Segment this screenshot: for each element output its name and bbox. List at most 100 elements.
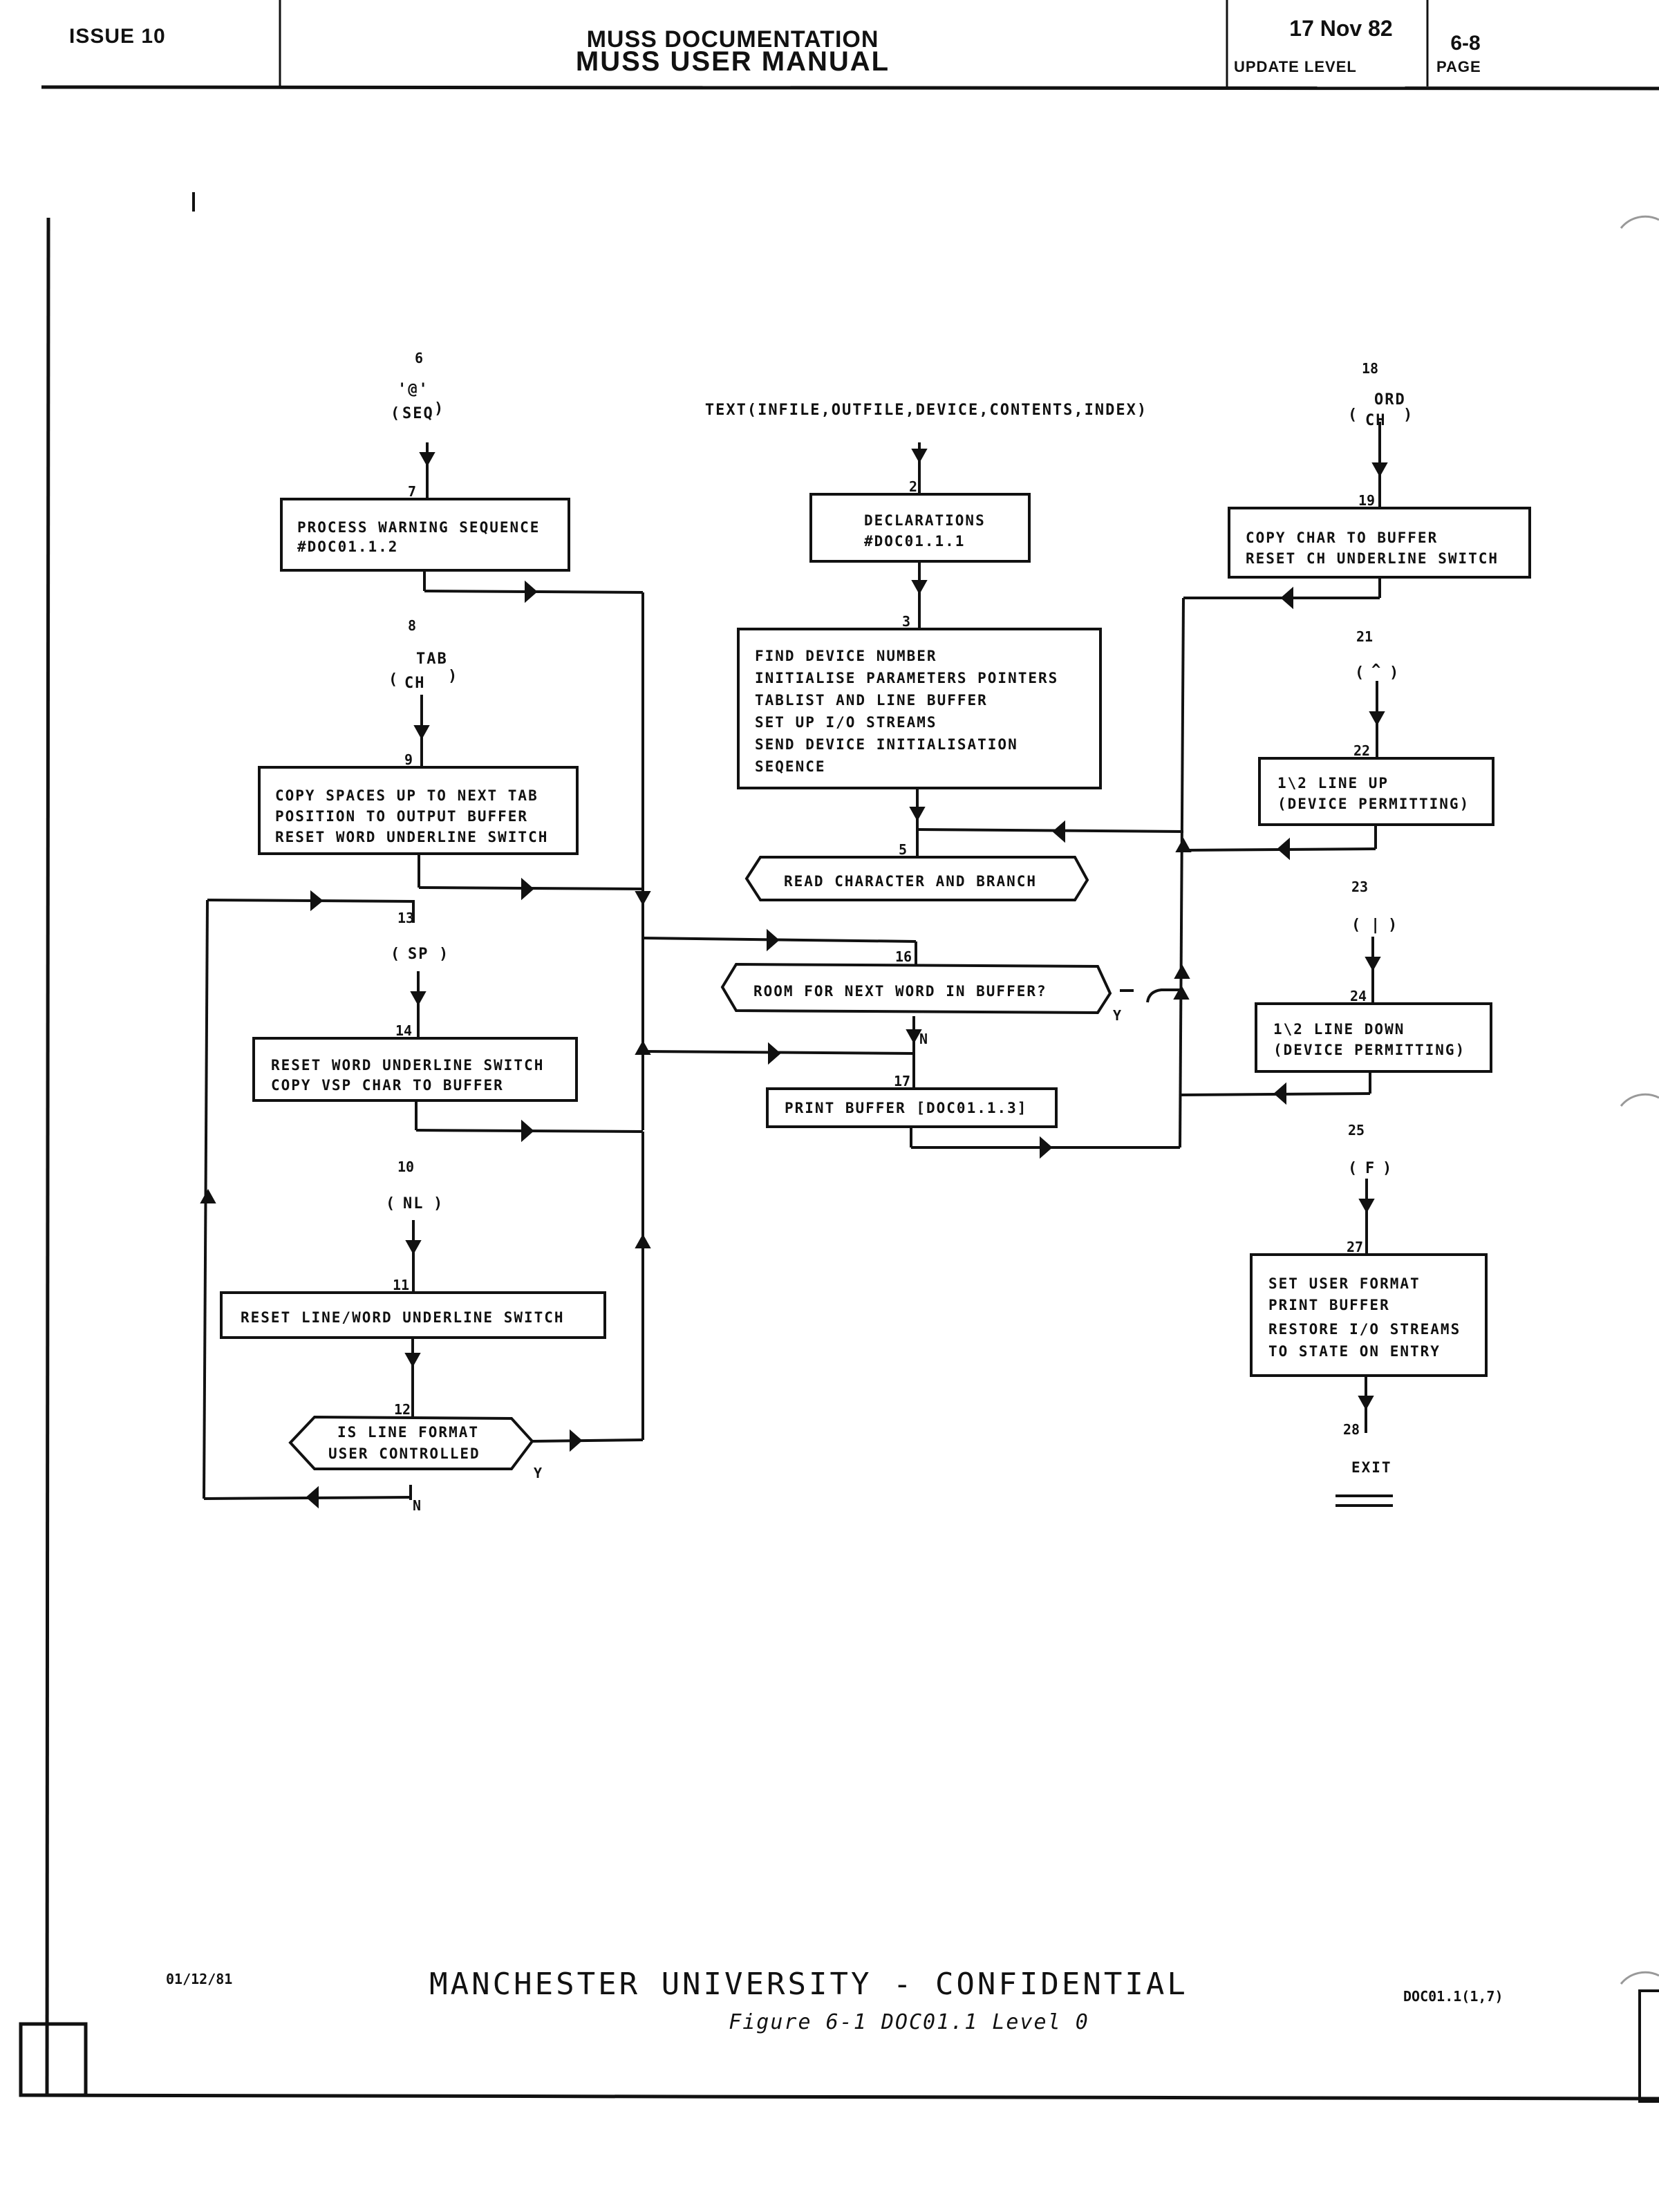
document-reference: DOC01.1(1,7) <box>1403 1988 1503 2005</box>
page-footer: 01/12/81 MANCHESTER UNIVERSITY - CONFIDE… <box>166 1967 1503 2034</box>
case-char: SEQ <box>402 405 434 422</box>
node-room-decision[interactable]: 16 ROOM FOR NEXT WORD IN BUFFER? Y N <box>720 948 1121 1047</box>
svg-text:): ) <box>1389 664 1400 682</box>
node-number: 24 <box>1350 988 1367 1004</box>
svg-text:): ) <box>1403 406 1414 424</box>
arrow-up-icon <box>1174 964 1190 979</box>
node-read-character[interactable]: 5 READ CHARACTER AND BRANCH <box>744 841 1089 901</box>
arrow-down-icon <box>1371 462 1388 478</box>
node-reset-line[interactable]: 11 RESET LINE/WORD UNDERLINE SWITCH <box>220 1277 606 1339</box>
node-text: FIND DEVICE NUMBER <box>755 648 937 664</box>
left-margin-rule <box>45 217 50 2095</box>
arrow-up-icon <box>635 1233 651 1248</box>
node-text: INITIALISE PARAMETERS POINTERS <box>755 670 1058 686</box>
corner-box <box>1638 1989 1659 2103</box>
arrow-up-icon <box>1173 984 1190 1000</box>
no-label: N <box>413 1497 421 1514</box>
arrow-up-icon <box>1175 837 1192 852</box>
issue-label: ISSUE 10 <box>69 25 166 48</box>
svg-text:): ) <box>1382 1160 1393 1177</box>
arrow-right-icon <box>768 1042 781 1065</box>
node-text: 1\2 LINE DOWN <box>1273 1021 1405 1038</box>
arrow-down-icon <box>911 449 928 464</box>
update-date: 17 Nov 82 <box>1289 16 1392 41</box>
node-number: 21 <box>1356 628 1373 645</box>
case-label-space: 13 ( SP ) <box>391 910 448 963</box>
case-char: F <box>1365 1160 1376 1177</box>
case-char: ORD <box>1374 391 1406 409</box>
case-label-tab: 8 ( TAB CH ) <box>388 617 458 692</box>
arrow-right-icon <box>570 1429 583 1452</box>
node-copy-spaces[interactable]: 9 COPY SPACES UP TO NEXT TAB POSITION TO… <box>258 751 579 855</box>
node-text: 1\2 LINE UP <box>1277 775 1389 791</box>
node-declarations[interactable]: 2 DECLARATIONS #DOC01.1.1 <box>809 478 1031 563</box>
node-text: TO STATE ON ENTRY <box>1268 1343 1441 1360</box>
node-text: RESTORE I/O STREAMS <box>1268 1321 1461 1338</box>
svg-text:(: ( <box>1348 1160 1358 1177</box>
arrow-up-icon <box>635 1040 651 1055</box>
node-process-warning[interactable]: 7 PROCESS WARNING SEQUENCE #DOC01.1.2 <box>280 483 570 572</box>
svg-text:(: ( <box>388 671 399 688</box>
svg-text:(: ( <box>391 946 401 963</box>
node-text: SEQENCE <box>755 758 826 775</box>
node-text: TABLIST AND LINE BUFFER <box>755 692 988 709</box>
node-text: PRINT BUFFER [DOC01.1.3] <box>785 1100 1027 1116</box>
arrow-down-icon <box>405 1240 422 1255</box>
node-print-buffer[interactable]: 17 PRINT BUFFER [DOC01.1.3] <box>766 1073 1058 1128</box>
entry-call: TEXT(INFILE,OUTFILE,DEVICE,CONTENTS,INDE… <box>705 402 1147 419</box>
node-text: SET USER FORMAT <box>1268 1275 1421 1292</box>
node-initialise[interactable]: 3 FIND DEVICE NUMBER INITIALISE PARAMETE… <box>737 613 1102 789</box>
node-copy-char[interactable]: 19 COPY CHAR TO BUFFER RESET CH UNDERLIN… <box>1228 492 1531 579</box>
case-label-ordinary-char: 18 ( ORD CH ) <box>1348 360 1414 429</box>
case-label-half-down: 23 ( | ) <box>1351 879 1397 934</box>
node-text: SET UP I/O STREAMS <box>755 714 937 731</box>
node-exit[interactable]: 28 EXIT <box>1343 1421 1392 1476</box>
footer-rule <box>20 2093 1659 2101</box>
node-number: 22 <box>1353 742 1370 759</box>
yes-label: Y <box>534 1465 542 1481</box>
case-char: SP <box>408 946 429 963</box>
arrow-down-icon <box>1358 1199 1375 1214</box>
page-header: ISSUE 10 MUSS DOCUMENTATION MUSS USER MA… <box>41 0 1659 91</box>
node-number: 14 <box>395 1022 412 1039</box>
node-half-line-up[interactable]: 22 1\2 LINE UP (DEVICE PERMITTING) <box>1258 742 1494 826</box>
node-number: 27 <box>1347 1239 1363 1255</box>
node-text: SEND DEVICE INITIALISATION <box>755 736 1018 753</box>
svg-text:): ) <box>433 1195 444 1212</box>
node-text: IS LINE FORMAT <box>337 1424 479 1441</box>
arrow-left-icon <box>1052 820 1065 843</box>
svg-text:): ) <box>448 668 458 685</box>
svg-text:(: ( <box>1348 406 1358 424</box>
node-number: 10 <box>397 1159 414 1175</box>
node-text: RESET WORD UNDERLINE SWITCH <box>271 1057 544 1074</box>
node-number: 8 <box>408 617 416 634</box>
node-number: 2 <box>909 478 917 495</box>
case-char: CH <box>1365 412 1387 429</box>
node-reset-word[interactable]: 14 RESET WORD UNDERLINE SWITCH COPY VSP … <box>252 1022 578 1102</box>
case-char: '@' <box>397 381 429 398</box>
arrow-up-icon <box>200 1188 216 1203</box>
node-half-line-down[interactable]: 24 1\2 LINE DOWN (DEVICE PERMITTING) <box>1255 988 1492 1073</box>
binder-hole-mark <box>1620 1971 1659 1985</box>
node-text: COPY CHAR TO BUFFER <box>1246 529 1438 546</box>
binder-hole-mark <box>1620 215 1659 229</box>
arrow-right-icon <box>1040 1136 1053 1159</box>
case-char: NL <box>403 1195 424 1212</box>
corner-box <box>19 2022 88 2097</box>
node-text: COPY SPACES UP TO NEXT TAB <box>275 787 538 804</box>
node-text: ROOM FOR NEXT WORD IN BUFFER? <box>753 983 1047 1000</box>
arrow-down-icon <box>909 807 926 822</box>
node-text: USER CONTROLLED <box>328 1445 480 1462</box>
node-set-user-format[interactable]: 27 SET USER FORMAT PRINT BUFFER RESTORE … <box>1250 1239 1488 1377</box>
case-label-warning: 6 ( '@' SEQ ) <box>391 350 443 422</box>
node-number: 3 <box>902 613 910 630</box>
svg-text:(: ( <box>386 1195 396 1212</box>
node-number: 18 <box>1362 360 1378 377</box>
svg-text:(: ( <box>391 405 401 422</box>
node-text: PROCESS WARNING SEQUENCE <box>297 519 540 536</box>
footer-date: 01/12/81 <box>166 1971 232 1987</box>
node-text: RESET WORD UNDERLINE SWITCH <box>275 829 548 845</box>
exit-label: EXIT <box>1351 1459 1392 1476</box>
node-user-format-decision[interactable]: 12 IS LINE FORMAT USER CONTROLLED Y N <box>288 1401 542 1514</box>
